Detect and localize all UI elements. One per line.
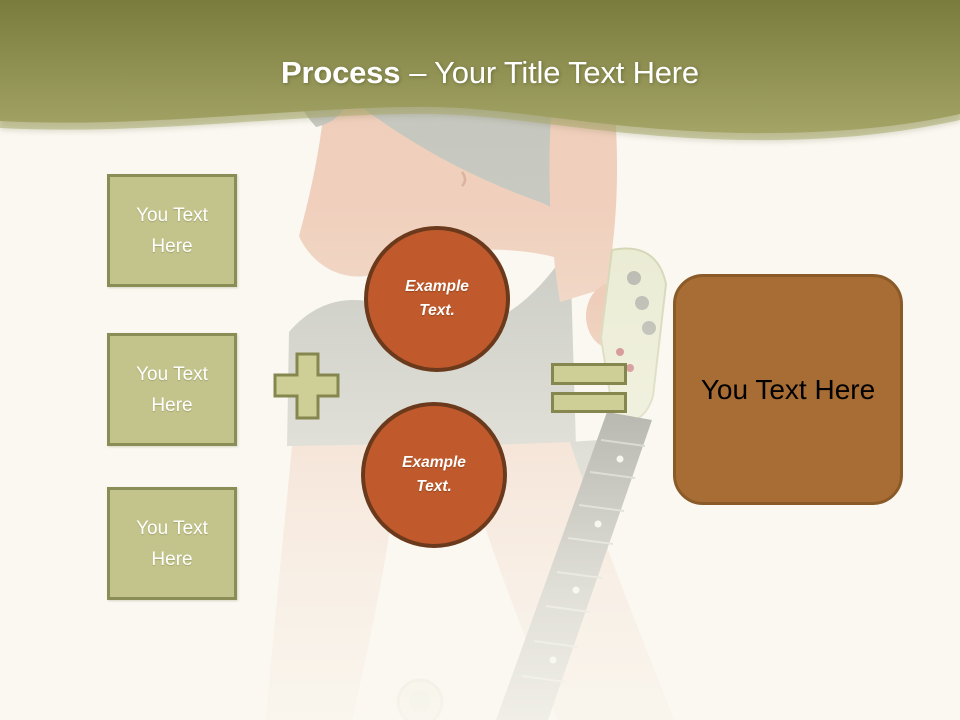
equals-icon — [551, 363, 627, 413]
result-box: You Text Here — [673, 274, 903, 505]
step-box-2: You Text Here — [107, 333, 237, 446]
example-circle-1: Example Text. — [364, 226, 510, 372]
page-title: Process– Your Title Text Here — [20, 56, 960, 90]
title-regular-part: – Your Title Text Here — [409, 55, 699, 90]
equals-bar-top — [551, 363, 627, 385]
step-box-1: You Text Here — [107, 174, 237, 287]
step-box-2-label: You Text Here — [136, 363, 208, 416]
example-circle-1-label: Example Text. — [405, 278, 469, 319]
step-box-3-label: You Text Here — [136, 517, 208, 570]
example-circle-2-label: Example Text. — [402, 454, 466, 495]
step-box-3: You Text Here — [107, 487, 237, 600]
equals-bar-bottom — [551, 392, 627, 413]
header-wave — [0, 0, 960, 134]
result-box-label: You Text Here — [700, 373, 876, 405]
header-band — [0, 0, 960, 141]
step-box-1-label: You Text Here — [136, 204, 208, 257]
plus-icon — [273, 352, 340, 420]
title-bold-part: Process — [281, 55, 401, 90]
example-circle-2: Example Text. — [361, 402, 507, 548]
